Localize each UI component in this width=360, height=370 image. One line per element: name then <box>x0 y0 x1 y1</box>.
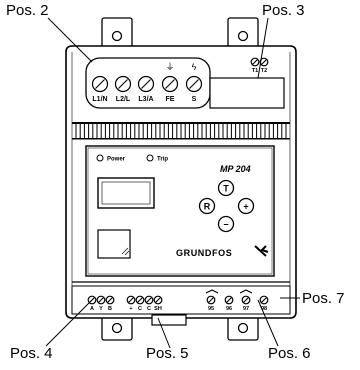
relay-a-terminal-screw[interactable] <box>206 295 216 305</box>
io-terminal-label: + <box>129 306 132 312</box>
button-plus[interactable]: + <box>237 197 255 215</box>
button-minus[interactable]: − <box>217 215 235 233</box>
io-terminal-label: SH <box>154 306 162 312</box>
button-R-label: R <box>204 202 211 212</box>
main-terminal-label: L3/A <box>138 96 153 103</box>
sensor-terminal-label: T1 <box>252 68 258 74</box>
grundfos-logo-icon <box>254 245 269 257</box>
power-led <box>96 154 104 162</box>
lightning-icon: ϟ <box>192 62 197 72</box>
main-terminal-screw[interactable] <box>114 75 132 93</box>
main-terminal-screw[interactable] <box>91 75 109 93</box>
button-T-label: T <box>223 184 229 194</box>
brand-name: GRUNDFOS <box>176 248 232 258</box>
lcd-display <box>97 177 155 209</box>
callout-pos-2: Pos. 2 <box>6 2 49 19</box>
main-terminal-screw[interactable] <box>161 75 179 93</box>
bus-terminal-screw[interactable] <box>105 295 115 305</box>
button-R[interactable]: R <box>198 197 216 215</box>
bus-terminal-screw[interactable] <box>96 295 106 305</box>
relay-symbols <box>205 289 253 294</box>
relay-b-terminal-label: 98 <box>261 306 267 312</box>
trip-led <box>146 154 154 162</box>
cable-clip <box>151 314 187 326</box>
sensor-terminal-label: T2 <box>261 68 267 74</box>
relay-a-terminal-label: 96 <box>226 306 232 312</box>
main-terminal-label: L1/N <box>92 96 107 103</box>
vent-bottom-edge <box>72 138 290 140</box>
button-T[interactable]: T <box>217 179 235 197</box>
main-terminal-screw[interactable] <box>185 75 203 93</box>
power-label: Power <box>107 157 126 163</box>
callout-pos-7: Pos. 7 <box>302 290 345 307</box>
callout-pos-6: Pos. 6 <box>268 345 311 362</box>
earth-icon: ⏚ <box>165 62 174 72</box>
main-terminal-screw[interactable] <box>137 75 155 93</box>
io-terminal-screw[interactable] <box>135 295 145 305</box>
trip-label: Trip <box>157 157 168 163</box>
callout-pos-3: Pos. 3 <box>262 2 305 19</box>
button-minus-label: − <box>223 220 228 230</box>
main-terminal-label: S <box>192 96 197 103</box>
terminal-screws <box>87 57 269 305</box>
relay-a-terminal-label: 95 <box>208 306 214 312</box>
io-terminal-screw[interactable] <box>153 295 163 305</box>
bus-terminal-label: B <box>108 306 112 312</box>
io-terminal-screw[interactable] <box>144 295 154 305</box>
io-terminal-label: C <box>138 306 142 312</box>
button-plus-label: + <box>243 202 248 212</box>
main-terminal-label: FE <box>166 96 175 103</box>
main-terminal-label: L2/L <box>116 96 131 103</box>
sensor-terminal-screw[interactable] <box>250 57 260 67</box>
model-label: MP 204 <box>220 164 251 174</box>
sensor-terminal-block <box>209 77 285 109</box>
bus-terminal-label: Y <box>99 306 103 312</box>
vent-top-edge <box>72 122 290 124</box>
bus-terminal-label: A <box>90 306 94 312</box>
relay-a-terminal-screw[interactable] <box>224 295 234 305</box>
ventilation-fins <box>75 124 287 138</box>
relay-b-terminal-screw[interactable] <box>241 295 251 305</box>
callout-pos-5: Pos. 5 <box>146 345 189 362</box>
ir-window <box>97 229 131 259</box>
relay-b-terminal-label: 97 <box>243 306 249 312</box>
relay-b-terminal-screw[interactable] <box>259 295 269 305</box>
callout-pos-4: Pos. 4 <box>10 345 53 362</box>
callout-lines <box>45 17 300 349</box>
io-terminal-label: C <box>147 306 151 312</box>
io-terminal-screw[interactable] <box>126 295 136 305</box>
